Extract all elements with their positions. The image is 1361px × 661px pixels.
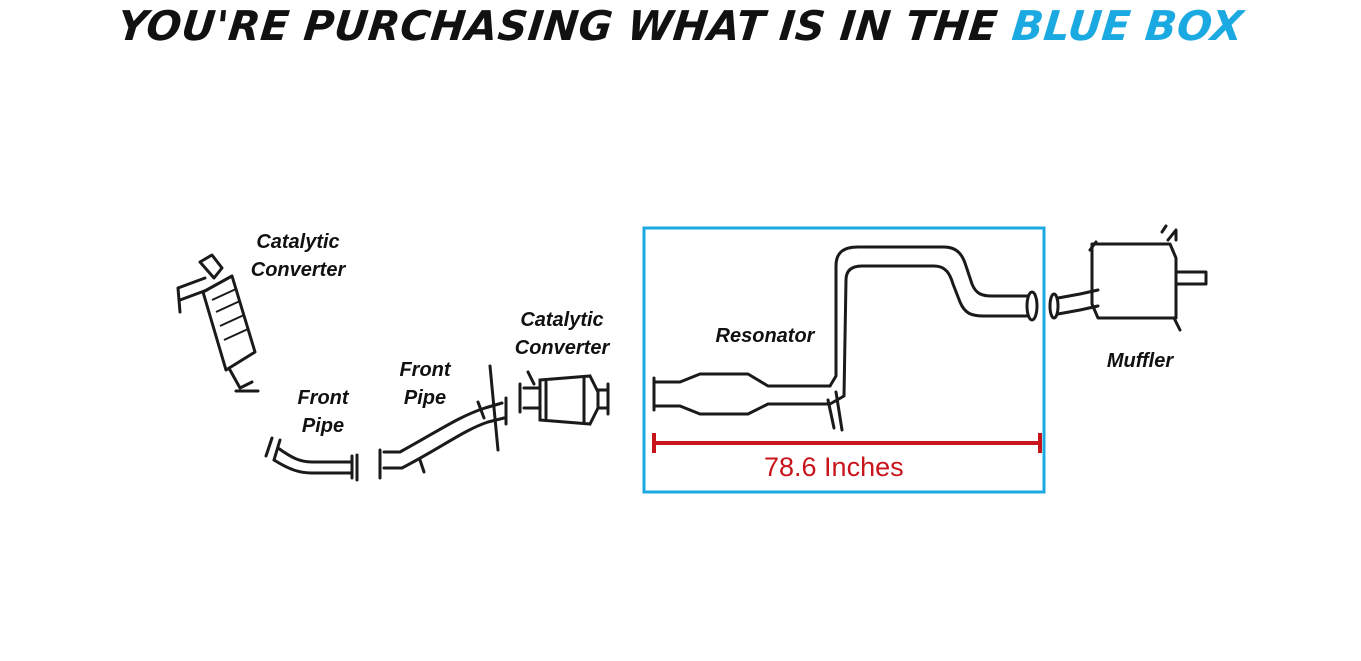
catalytic-converter-1-label-line1: Catalytic: [256, 231, 340, 253]
front-pipe-2-drawing: [378, 364, 508, 480]
catalytic-converter-2-label: Catalytic Converter: [500, 306, 624, 362]
dimension-label: 78.6 Inches: [764, 452, 904, 482]
catalytic-converter-1-label-line2: Converter: [250, 259, 346, 281]
dimension-line: [652, 433, 1042, 453]
catalytic-converter-1-drawing: [176, 253, 260, 393]
front-pipe-1-label-line1: Front: [297, 387, 349, 409]
front-pipe-2-label-line1: Front: [399, 359, 451, 381]
muffler-label: Muffler: [1106, 350, 1174, 372]
resonator-assembly-drawing: [652, 245, 1039, 432]
front-pipe-1-label: Front Pipe: [278, 384, 368, 440]
front-pipe-1-drawing: [264, 436, 359, 482]
catalytic-converter-2-label-line1: Catalytic: [520, 309, 604, 331]
catalytic-converter-1-label: Catalytic Converter: [238, 228, 358, 284]
front-pipe-2-label: Front Pipe: [380, 356, 470, 412]
blue-box: [642, 226, 1046, 494]
front-pipe-2-label-line2: Pipe: [403, 387, 447, 409]
muffler-drawing: [1048, 224, 1208, 332]
front-pipe-1-label-line2: Pipe: [301, 415, 345, 437]
catalytic-converter-2-drawing: [518, 370, 610, 426]
catalytic-converter-2-label-line2: Converter: [514, 337, 610, 359]
resonator-label: Resonator: [715, 325, 815, 347]
